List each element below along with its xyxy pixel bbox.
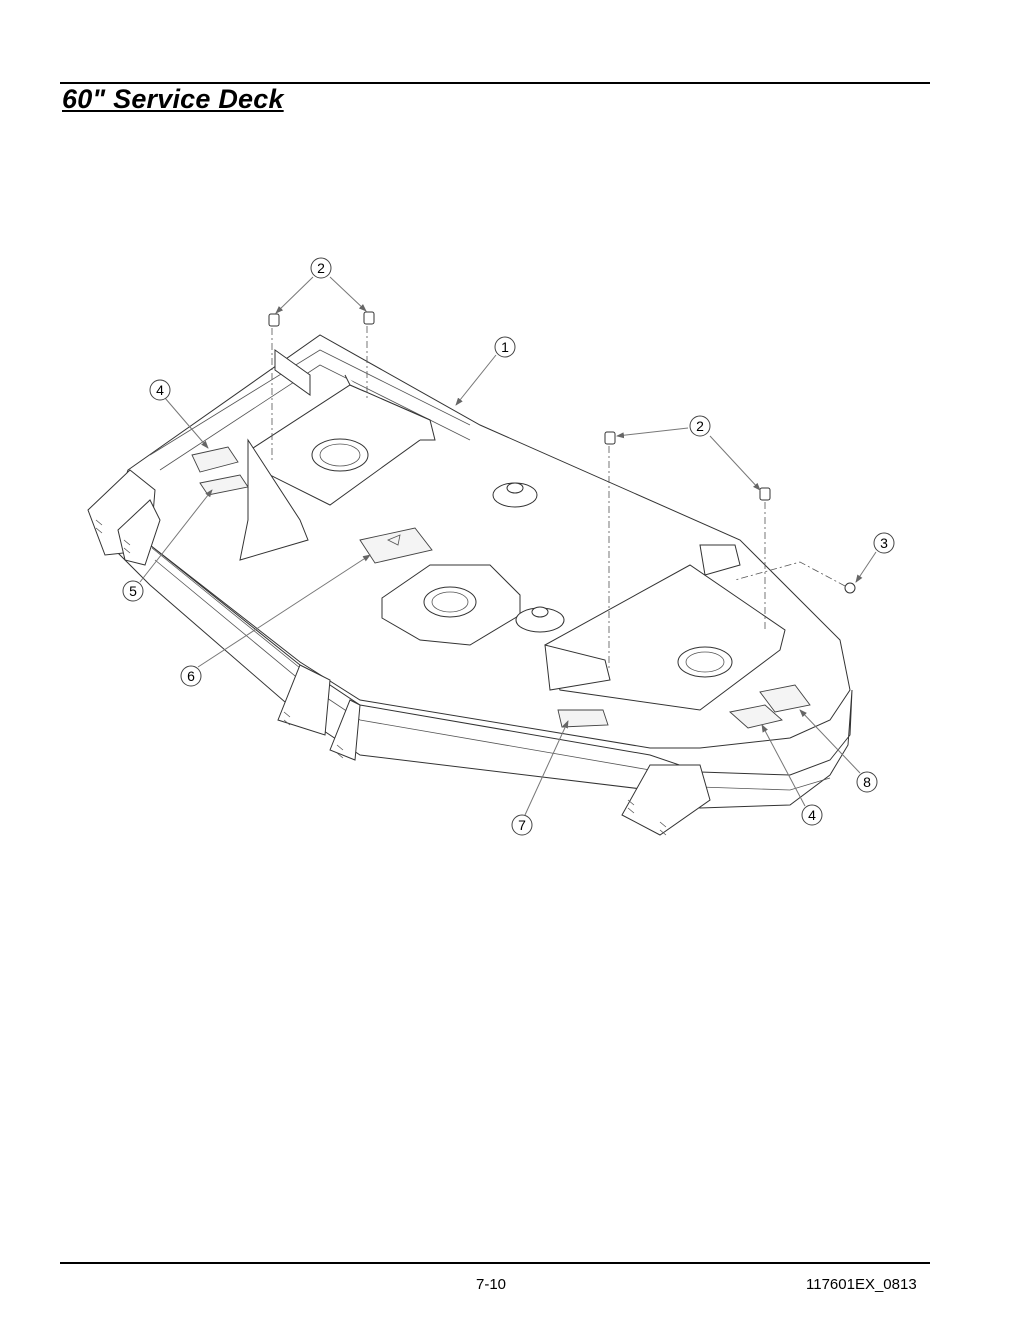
page-number: 7-10 <box>476 1276 507 1293</box>
left-rear-bracket <box>87 469 161 566</box>
decal-4-left <box>191 446 239 473</box>
decal-4-right <box>729 704 783 729</box>
svg-text:2: 2 <box>317 260 325 276</box>
header-rule <box>60 82 930 84</box>
svg-text:4: 4 <box>808 807 816 823</box>
svg-text:2: 2 <box>696 418 704 434</box>
page-title: 60" Service Deck <box>62 84 284 114</box>
callout-2-left: 2 <box>310 257 332 279</box>
footer-rule <box>60 1262 930 1264</box>
svg-text:1: 1 <box>501 339 509 355</box>
document-code: 117601EX_0813 <box>806 1276 917 1293</box>
svg-text:6: 6 <box>187 668 195 684</box>
svg-text:3: 3 <box>880 535 888 551</box>
callout-4-right: 4 <box>801 804 823 826</box>
callout-2-right: 2 <box>689 415 711 437</box>
decal-8 <box>759 684 811 713</box>
hardware-2 <box>268 311 771 670</box>
decals <box>191 446 811 729</box>
right-front-bracket <box>621 764 711 836</box>
callout-1: 1 <box>494 336 516 358</box>
svg-text:5: 5 <box>129 583 137 599</box>
right-spindle-pan <box>544 544 786 711</box>
svg-text:8: 8 <box>863 774 871 790</box>
callout-3: 3 <box>873 532 895 554</box>
leader-lines <box>139 276 877 816</box>
svg-text:4: 4 <box>156 382 164 398</box>
callout-6: 6 <box>180 665 202 687</box>
center-spindle-plate <box>381 482 565 646</box>
left-spindle-pan <box>239 349 436 561</box>
callout-8: 8 <box>856 771 878 793</box>
decal-7 <box>557 709 609 728</box>
left-front-bracket <box>277 664 361 761</box>
callout-7: 7 <box>511 814 533 836</box>
callout-4-left: 4 <box>149 379 171 401</box>
svg-text:7: 7 <box>518 817 526 833</box>
hardware-3 <box>734 561 856 594</box>
callout-5: 5 <box>122 580 144 602</box>
